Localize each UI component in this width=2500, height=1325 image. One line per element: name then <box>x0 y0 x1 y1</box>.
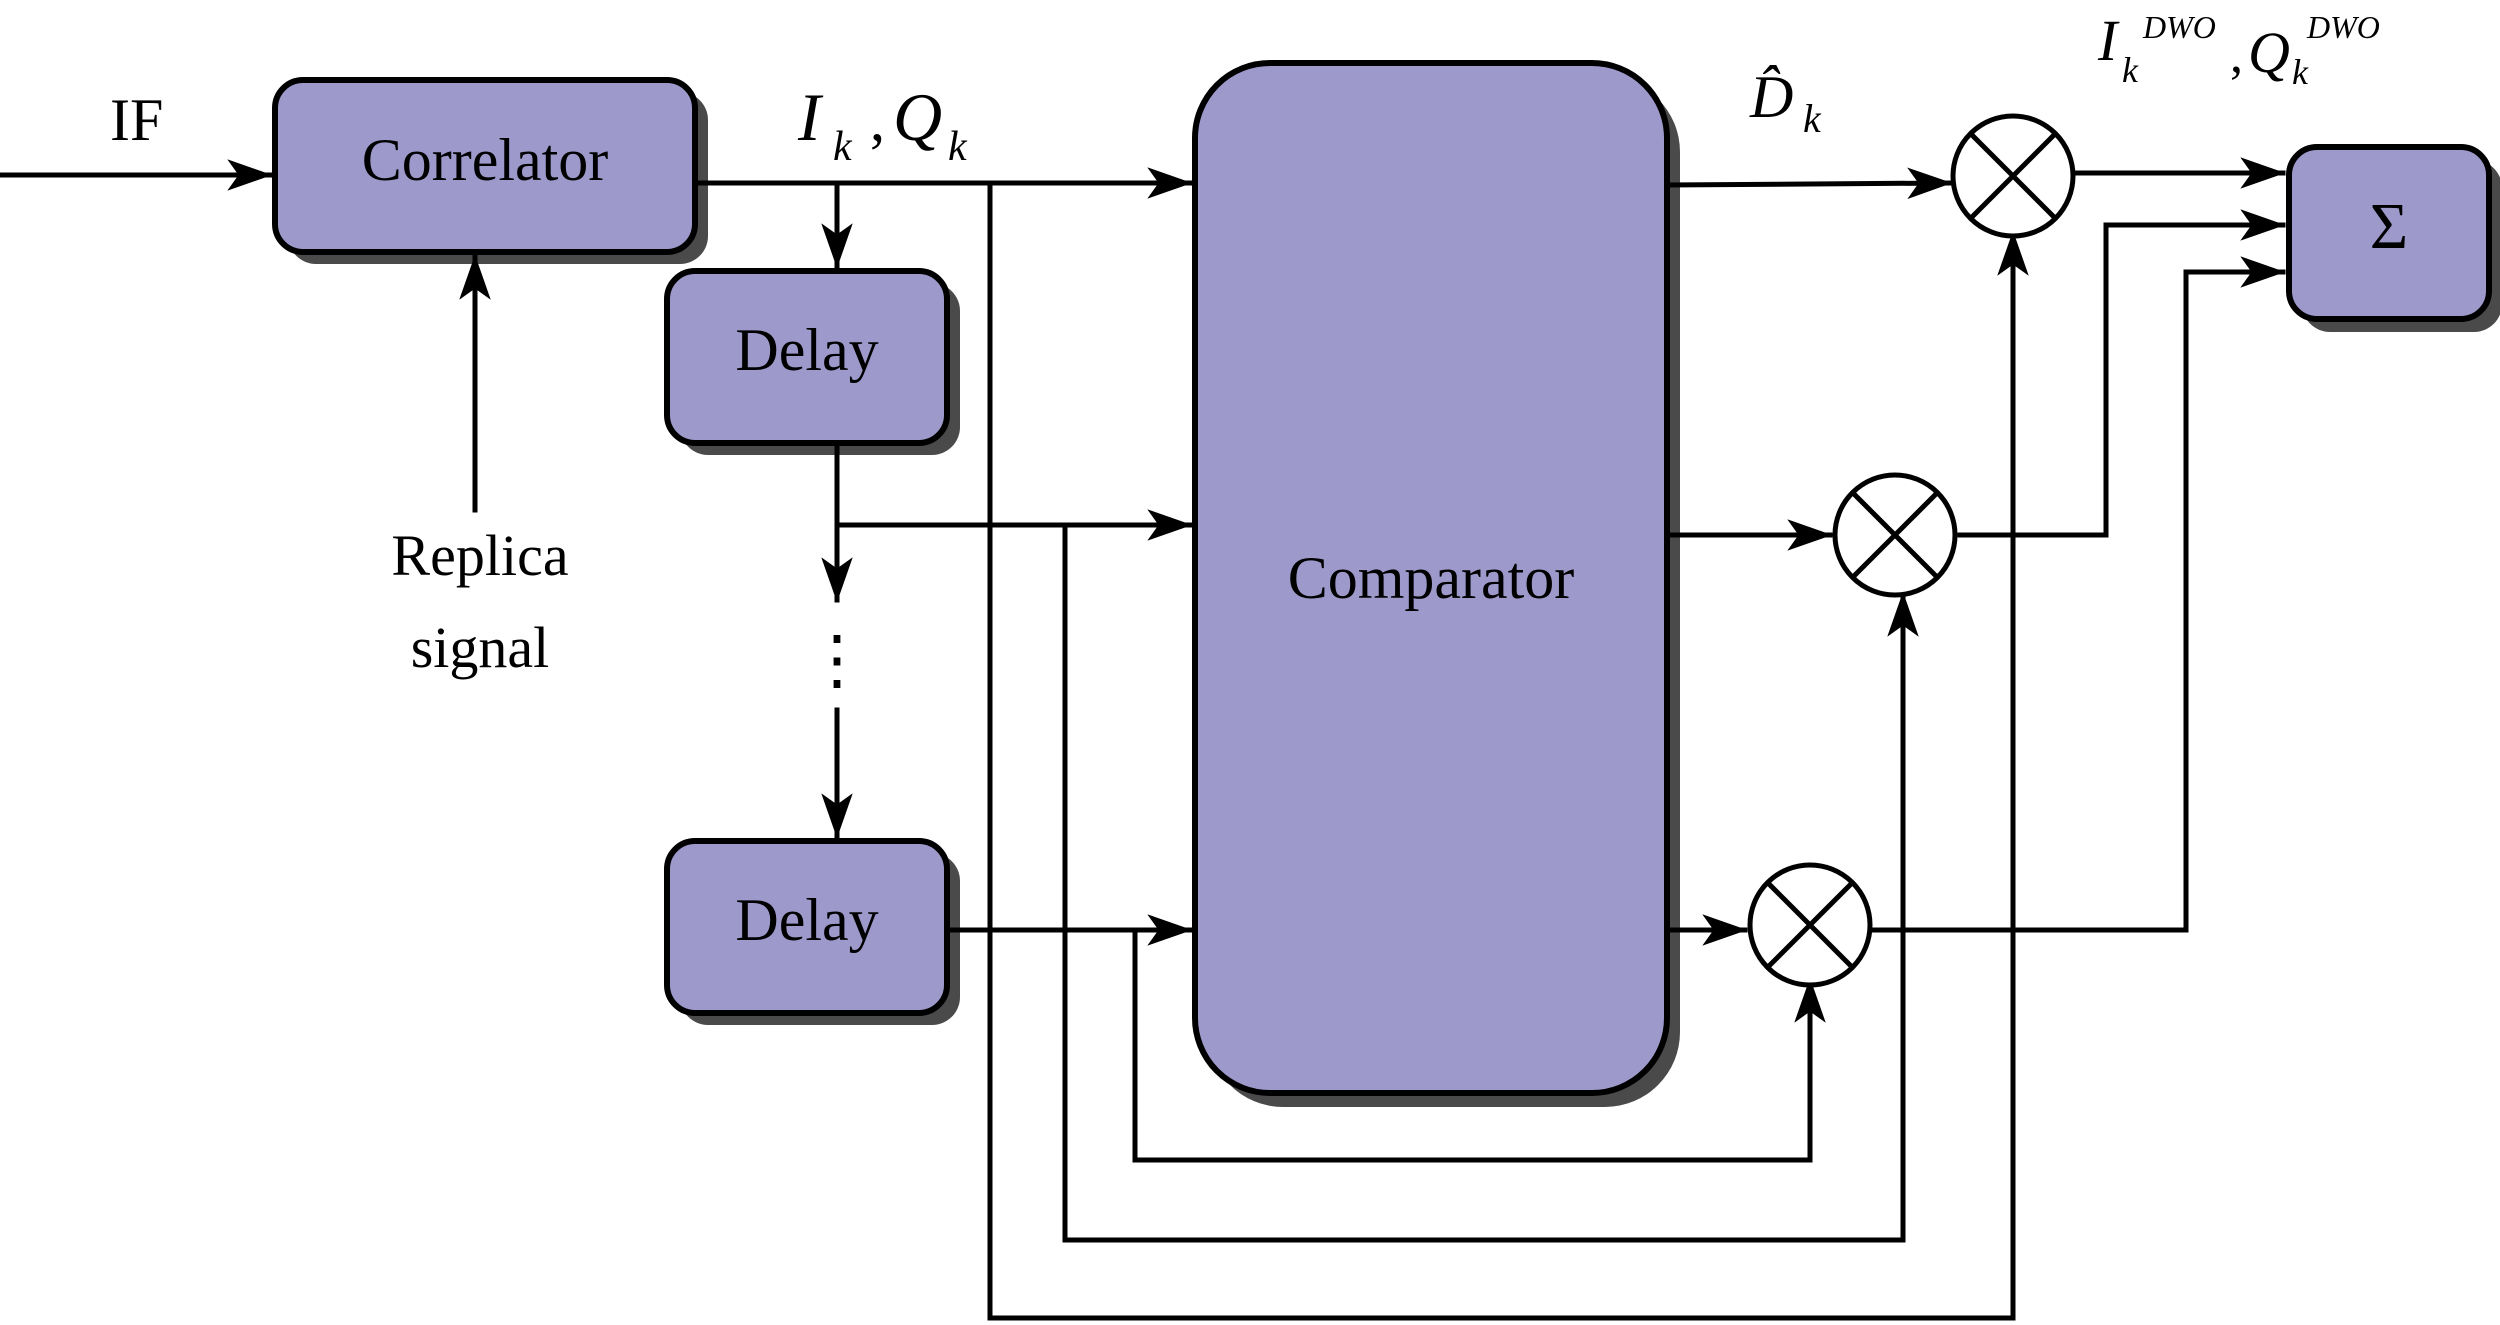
out-i-symbol: I <box>2097 8 2120 73</box>
replica-label-line2: signal <box>411 615 550 680</box>
multiplier-1 <box>1950 113 2076 239</box>
bypass-to-mult2-wire <box>1062 522 1919 1243</box>
delay-chain-ellipsis: ⋮ <box>804 624 870 697</box>
out-dwo-superscript-1: DWO <box>2142 9 2216 45</box>
dwo-output-label: I k DWO , Q k DWO <box>2097 8 2380 92</box>
mult3-to-summer-wire <box>1867 256 2286 933</box>
multiplier-3 <box>1747 862 1873 988</box>
replica-label-line1: Replica <box>391 523 568 588</box>
d-hat-symbol: D̂ <box>1749 64 1793 130</box>
delay-label-1: Delay <box>735 317 878 383</box>
d-hat-label: D̂ k <box>1749 64 1822 141</box>
bypass-to-mult1-wire <box>987 180 2029 1321</box>
iq-q-symbol: Q <box>893 79 942 155</box>
d-hat-k-subscript: k <box>1803 96 1822 141</box>
comparator-label: Comparator <box>1288 545 1575 611</box>
wires <box>0 157 2286 1321</box>
delay-block-2: Delay <box>664 838 960 1025</box>
correlator-label: Correlator <box>362 127 609 193</box>
out-comma: , <box>2230 27 2243 84</box>
mult2-to-summer-wire <box>1957 209 2286 538</box>
bypass-to-mult3-wire <box>1132 927 1826 1163</box>
summer-symbol: Σ <box>2370 190 2408 263</box>
iq-k-subscript-1: k <box>833 124 853 170</box>
comp-to-mult1-wire <box>1664 167 1953 200</box>
iq-i-symbol: I <box>797 79 824 155</box>
comparator-block: Comparator <box>1192 60 1680 1107</box>
out-k-subscript-1: k <box>2122 50 2139 90</box>
if-label: IF <box>110 87 163 153</box>
delay-block-1: Delay <box>664 268 960 455</box>
multiplier-2 <box>1832 472 1958 598</box>
out-q-symbol: Q <box>2248 20 2290 85</box>
out-k-subscript-2: k <box>2292 52 2309 92</box>
delay1-to-comparator-wire <box>834 440 1193 541</box>
iq-signal-label: I k , Q k <box>797 79 968 170</box>
delay-label-2: Delay <box>735 887 878 953</box>
iq-comma: , <box>870 87 885 153</box>
out-dwo-superscript-2: DWO <box>2306 9 2380 45</box>
correlator-block: Correlator <box>272 77 708 264</box>
iq-k-subscript-2: k <box>948 124 968 170</box>
summer-block: Σ <box>2286 144 2500 332</box>
